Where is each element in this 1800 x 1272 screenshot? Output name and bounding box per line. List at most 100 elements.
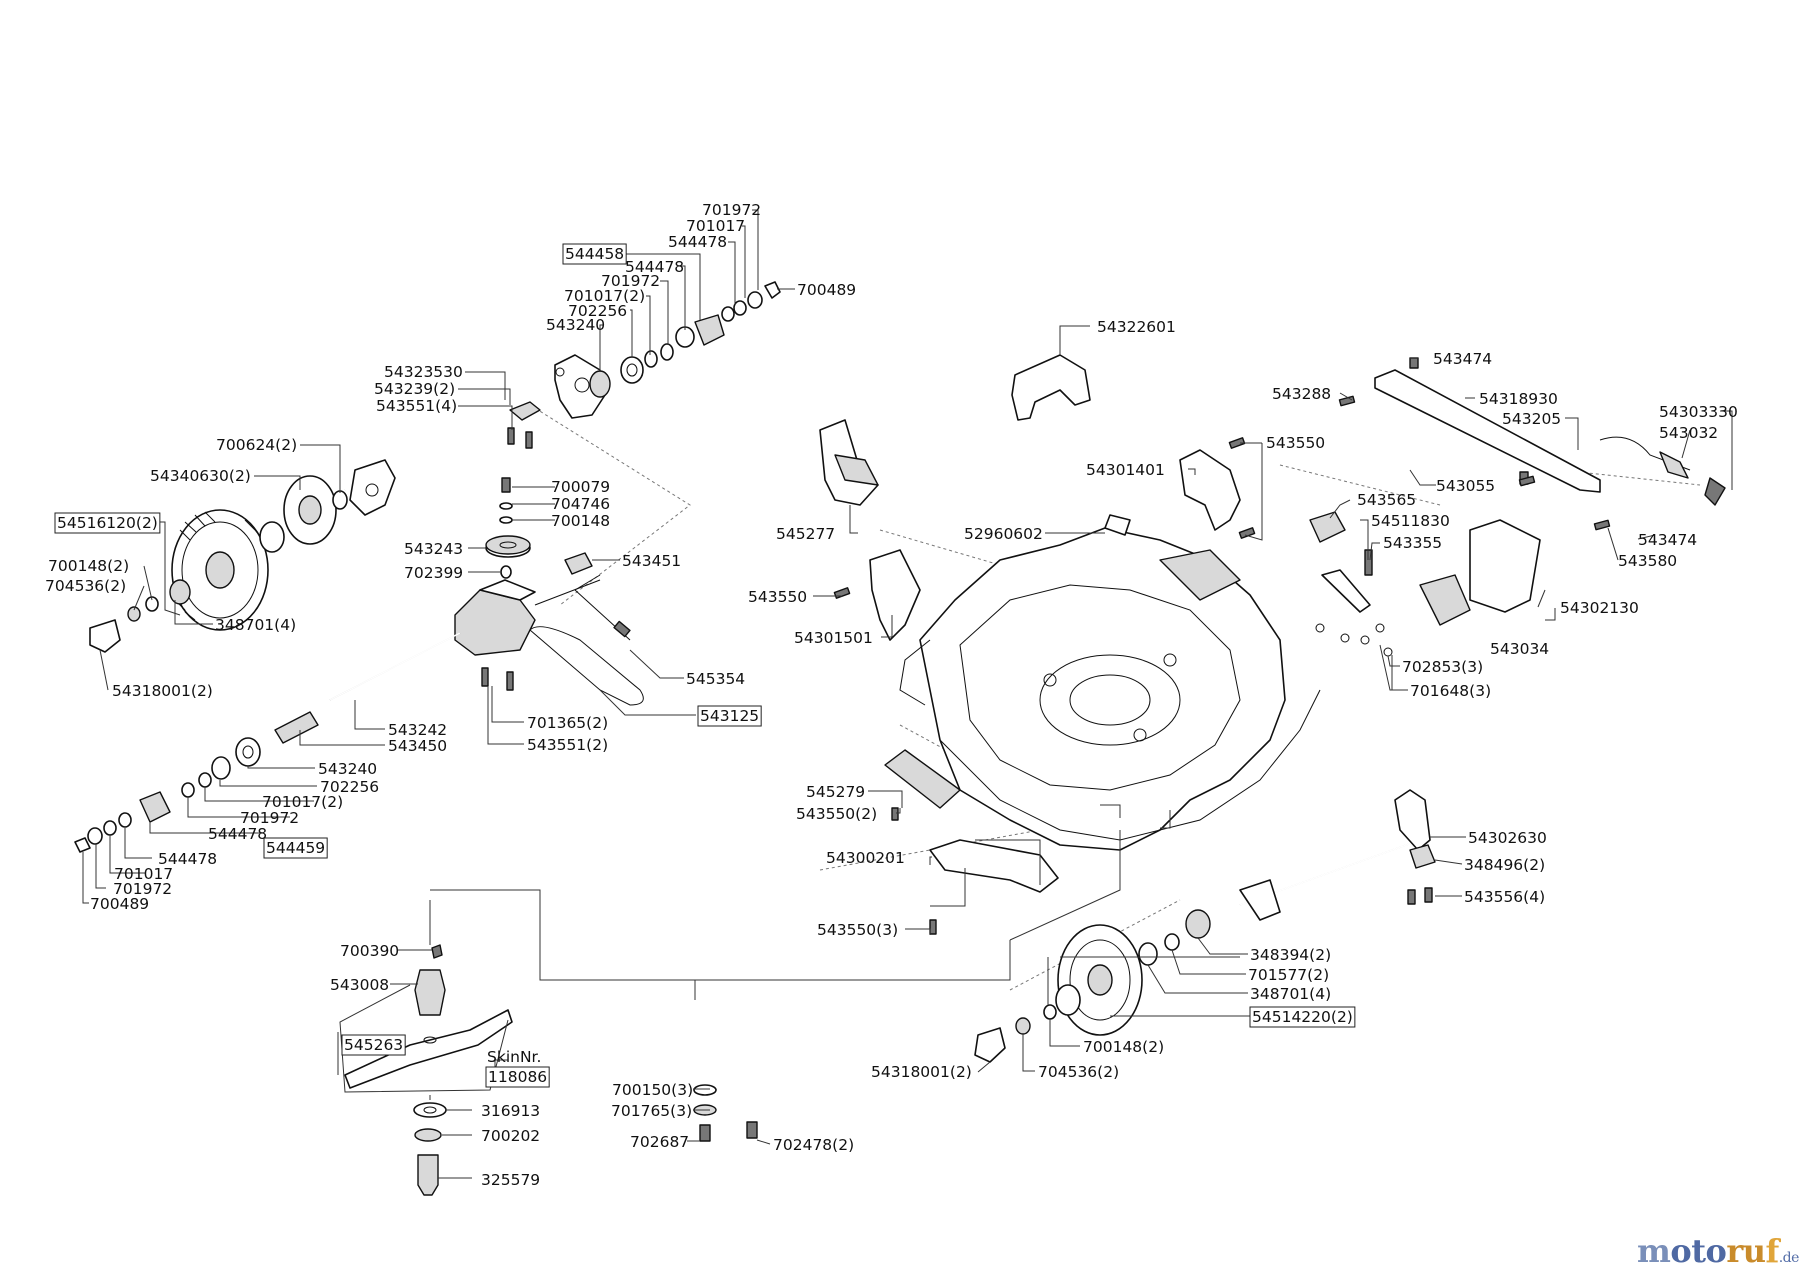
label-700390: 700390 xyxy=(340,942,399,960)
label-543008: 543008 xyxy=(330,976,389,994)
label-544478-c: 544478 xyxy=(208,825,267,843)
logo-part-2: o xyxy=(1670,1232,1692,1270)
leader-lines xyxy=(82,209,1733,1179)
label-54323530: 54323530 xyxy=(384,363,463,381)
label-700624-2: 700624(2) xyxy=(216,436,297,454)
label-52960602: 52960602 xyxy=(964,525,1043,543)
label-543034: 543034 xyxy=(1490,640,1549,658)
label-701972-c: 701972 xyxy=(240,809,299,827)
label-box xyxy=(1249,1006,1356,1028)
label-701017-a: 701017 xyxy=(686,217,745,235)
label-704746: 704746 xyxy=(551,495,610,513)
label-701765-3: 701765(3) xyxy=(611,1102,692,1120)
label-543205: 543205 xyxy=(1502,410,1561,428)
label-701972-b: 701972 xyxy=(601,272,660,290)
label-543580: 543580 xyxy=(1618,552,1677,570)
label-54340630-2: 54340630(2) xyxy=(150,467,251,485)
label-543242: 543242 xyxy=(388,721,447,739)
label-543474-a: 543474 xyxy=(1433,350,1492,368)
label-54516120-2: 54516120(2) xyxy=(57,514,158,532)
label-543551-2-b: 543551(2) xyxy=(527,736,608,754)
label-700202: 700202 xyxy=(481,1127,540,1145)
label-544459: 544459 xyxy=(266,839,325,857)
label-544478-d: 544478 xyxy=(158,850,217,868)
label-702256-b: 702256 xyxy=(320,778,379,796)
label-543451: 543451 xyxy=(622,552,681,570)
label-545263: 545263 xyxy=(344,1036,403,1054)
label-545277: 545277 xyxy=(776,525,835,543)
label-543355: 543355 xyxy=(1383,534,1442,552)
label-box xyxy=(54,512,161,534)
label-700489-a: 700489 xyxy=(797,281,856,299)
label-543565: 543565 xyxy=(1357,491,1416,509)
label-700148-2-a: 700148(2) xyxy=(48,557,129,575)
label-54301501: 54301501 xyxy=(794,629,873,647)
label-325579: 325579 xyxy=(481,1171,540,1189)
label-54514220-2: 54514220(2) xyxy=(1252,1008,1353,1026)
label-54322601: 54322601 xyxy=(1097,318,1176,336)
label-701365-2: 701365(2) xyxy=(527,714,608,732)
label-702478-2: 702478(2) xyxy=(773,1136,854,1154)
label-700148-2-c: 700148(2) xyxy=(1083,1038,1164,1056)
label-543032: 543032 xyxy=(1659,424,1718,442)
label-544458: 544458 xyxy=(565,245,624,263)
label-704536-2-a: 704536(2) xyxy=(45,577,126,595)
logo-part-1: m xyxy=(1637,1232,1671,1270)
label-box xyxy=(562,243,627,265)
label-543550-3-d: 543550(3) xyxy=(817,921,898,939)
label-545354: 545354 xyxy=(686,670,745,688)
label-543450: 543450 xyxy=(388,737,447,755)
label-543550-a: 543550 xyxy=(748,588,807,606)
rear-axle-assembly xyxy=(344,281,781,516)
label-boxes xyxy=(54,243,1356,1088)
label-54303330: 54303330 xyxy=(1659,403,1738,421)
logo-part-5: f xyxy=(1765,1232,1779,1270)
label-543240-b: 543240 xyxy=(318,760,377,778)
label-702399: 702399 xyxy=(404,564,463,582)
label-543550-b: 543550 xyxy=(1266,434,1325,452)
label-54302630: 54302630 xyxy=(1468,829,1547,847)
label-box xyxy=(485,1066,550,1088)
motoruf-logo: motoruf.de xyxy=(1637,1232,1799,1270)
label-701017-d: 701017 xyxy=(114,865,173,883)
label-54511830: 54511830 xyxy=(1371,512,1450,530)
label-543243: 543243 xyxy=(404,540,463,558)
logo-part-6: .de xyxy=(1778,1250,1800,1266)
label-543556-4: 543556(4) xyxy=(1464,888,1545,906)
label-348701-4-b: 348701(4) xyxy=(1250,985,1331,1003)
gearbox-assembly xyxy=(74,477,644,853)
label-700148-b: 700148 xyxy=(551,512,610,530)
height-adjust-mechanism xyxy=(1309,357,1726,657)
part-labels: 701972 701017 544478 544458 544478 70197… xyxy=(45,201,1738,1189)
label-543125: 543125 xyxy=(700,707,759,725)
label-348496-2: 348496(2) xyxy=(1464,856,1545,874)
logo-part-3: to xyxy=(1691,1232,1727,1270)
rear-wheel-left xyxy=(89,475,348,653)
label-701577-2: 701577(2) xyxy=(1248,966,1329,984)
label-543550-2-c: 543550(2) xyxy=(796,805,877,823)
label-544478-b: 544478 xyxy=(625,258,684,276)
label-54318930: 54318930 xyxy=(1479,390,1558,408)
deck-accessories xyxy=(819,354,1256,935)
label-544478-a: 544478 xyxy=(668,233,727,251)
label-54300201: 54300201 xyxy=(826,849,905,867)
label-701017-2-c: 701017(2) xyxy=(262,793,343,811)
label-543474-b: 543474 xyxy=(1638,531,1697,549)
label-701648-3: 701648(3) xyxy=(1410,682,1491,700)
label-700079: 700079 xyxy=(551,478,610,496)
label-543240-a: 543240 xyxy=(546,316,605,334)
label-box xyxy=(263,837,328,859)
label-54318001-2-a: 54318001(2) xyxy=(112,682,213,700)
label-54318001-2-b: 54318001(2) xyxy=(871,1063,972,1081)
label-543239-2: 543239(2) xyxy=(374,380,455,398)
label-700489-b: 700489 xyxy=(90,895,149,913)
label-skinnr: SkinNr. xyxy=(487,1048,541,1066)
label-54302130: 54302130 xyxy=(1560,599,1639,617)
label-box xyxy=(697,705,762,727)
label-543055: 543055 xyxy=(1436,477,1495,495)
label-702256-a: 702256 xyxy=(568,302,627,320)
label-701972-a: 701972 xyxy=(702,201,761,219)
label-700150-3: 700150(3) xyxy=(612,1081,693,1099)
label-316913: 316913 xyxy=(481,1102,540,1120)
